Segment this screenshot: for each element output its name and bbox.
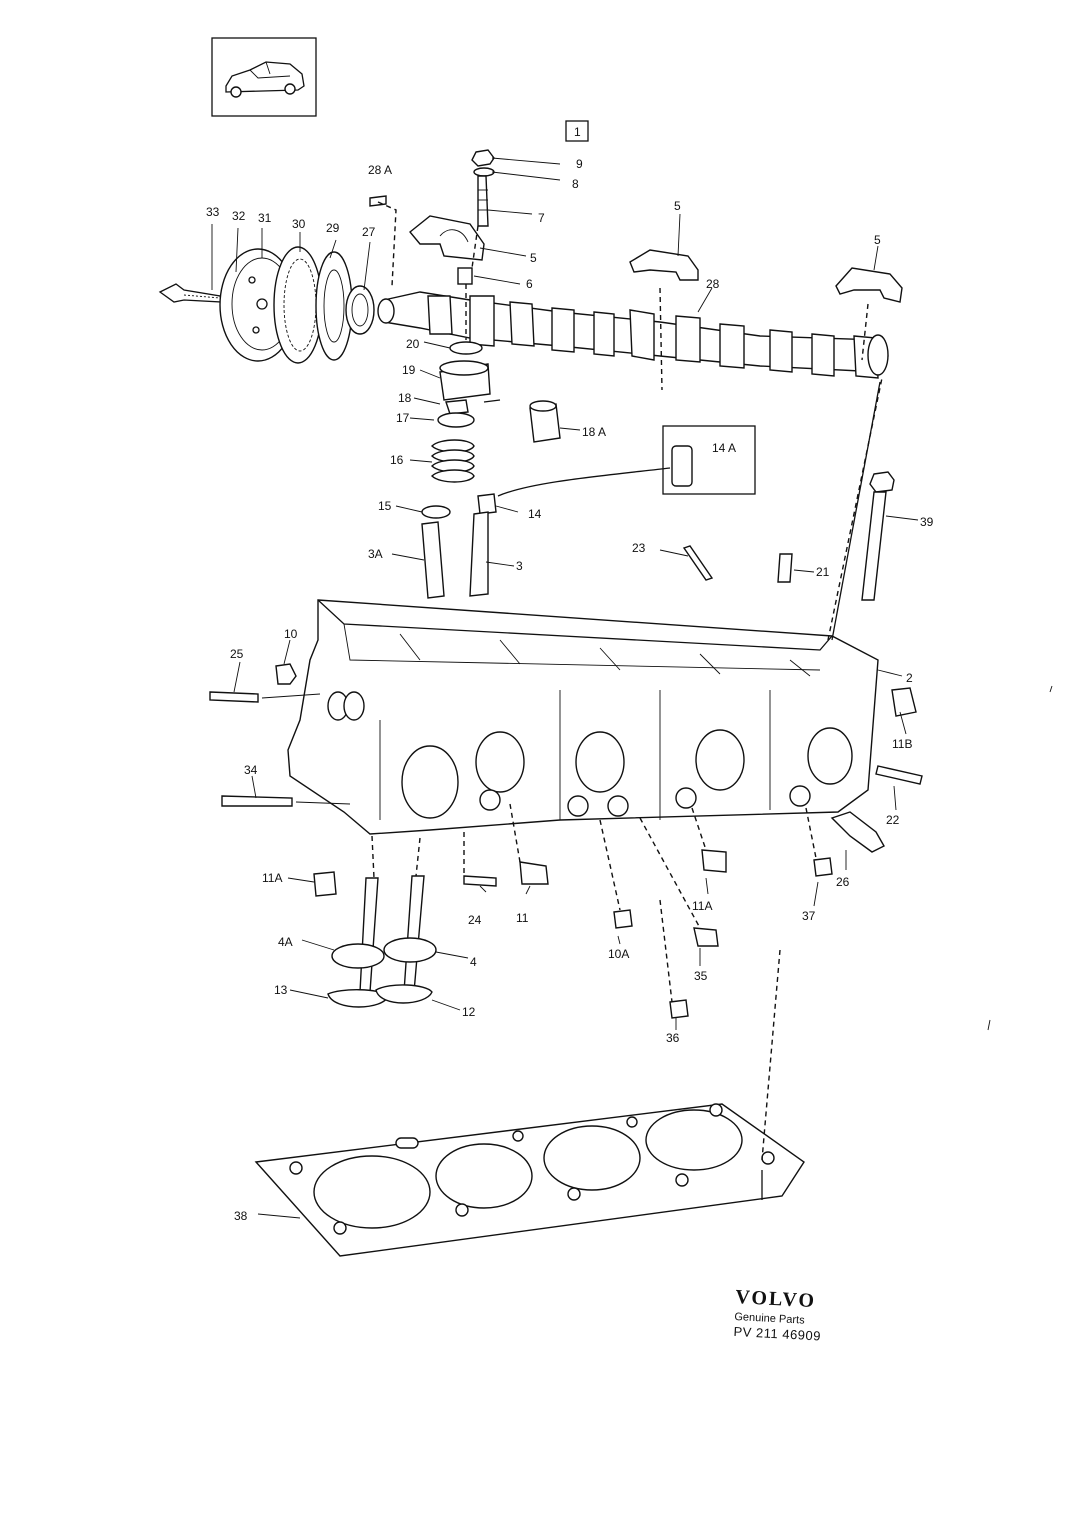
frame-label-box	[565, 120, 589, 142]
callout-22: 22	[886, 813, 900, 827]
callout-34: 34	[244, 763, 258, 777]
cap-bolt-stack	[471, 149, 495, 227]
callout-32: 32	[232, 209, 246, 223]
callout-17: 17	[396, 411, 410, 425]
callout-33: 33	[206, 205, 220, 219]
callout-2: 2	[906, 671, 913, 685]
callout-6: 6	[526, 277, 533, 291]
plug	[669, 999, 689, 1019]
pulley-assembly	[158, 246, 375, 364]
stud	[209, 691, 259, 703]
callout-18A: 18 A	[582, 425, 606, 439]
valve-train-stack	[421, 341, 497, 599]
callout-35: 35	[694, 969, 708, 983]
callout-11A-right: 11A	[692, 899, 712, 913]
callout-18: 18	[398, 391, 412, 405]
stud	[221, 795, 293, 807]
tappet-sleeve	[529, 400, 561, 443]
callout-15: 15	[378, 499, 392, 513]
fitting	[830, 811, 885, 853]
callout-5-left: 5	[530, 251, 537, 265]
core-plug	[891, 687, 917, 717]
callout-3: 3	[516, 559, 523, 573]
callout-16: 16	[390, 453, 404, 467]
car-sedan-icon	[225, 61, 305, 98]
callout-11B: 11B	[892, 737, 912, 751]
callout-38: 38	[234, 1209, 248, 1223]
callout-28: 28	[706, 277, 720, 291]
plug	[813, 857, 833, 877]
callout-30: 30	[292, 217, 306, 231]
stud	[682, 545, 714, 581]
bearing-cap	[629, 249, 699, 281]
plug	[693, 927, 719, 947]
dowel-pin	[369, 195, 387, 207]
callout-3A: 3A	[368, 547, 383, 561]
callout-12: 12	[462, 1005, 476, 1019]
brand-block: VOLVO Genuine Parts PV 211 46909	[733, 1286, 856, 1346]
core-plug	[519, 861, 549, 885]
callout-leaders	[211, 157, 919, 1219]
callout-14: 14	[528, 507, 542, 521]
callout-21: 21	[816, 565, 830, 579]
callout-25: 25	[230, 647, 244, 661]
vehicle-thumbnail	[211, 37, 317, 117]
stud	[463, 875, 497, 887]
cylinder-head	[287, 599, 879, 835]
callout-37: 37	[802, 909, 816, 923]
scan-marks	[987, 685, 1053, 1031]
callout-5-middle: 5	[674, 199, 681, 213]
head-gasket	[254, 1103, 805, 1257]
frame-label: 1	[574, 125, 581, 139]
inset-label: 14 A	[712, 441, 736, 455]
callout-23: 23	[632, 541, 646, 555]
callout-26: 26	[836, 875, 850, 889]
callout-9: 9	[576, 157, 583, 171]
callout-7: 7	[538, 211, 545, 225]
callout-24: 24	[468, 913, 482, 927]
head-bolt	[861, 471, 895, 601]
callout-19: 19	[402, 363, 416, 377]
core-plug	[701, 849, 727, 873]
bolt	[275, 663, 297, 685]
callout-13: 13	[274, 983, 288, 997]
leader-lines	[371, 201, 883, 1200]
callout-36: 36	[666, 1031, 680, 1045]
callout-39: 39	[920, 515, 934, 529]
callout-4A: 4A	[278, 935, 293, 949]
callout-4: 4	[470, 955, 477, 969]
callout-11A-left: 11A	[262, 871, 282, 885]
bearing-cap	[835, 267, 903, 303]
callout-31: 31	[258, 211, 272, 225]
camshaft	[377, 291, 889, 379]
sleeve	[457, 267, 473, 285]
bearing-cap	[409, 215, 485, 261]
stud	[875, 765, 923, 785]
inset-box: 14 A	[662, 425, 756, 495]
callout-11: 11	[516, 911, 529, 925]
callout-8: 8	[572, 177, 579, 191]
callout-10: 10	[284, 627, 298, 641]
callout-20: 20	[406, 337, 420, 351]
callout-27: 27	[362, 225, 376, 239]
callout-labels: 9 8 7 28 A 33 32 31 30 29 27 5 5 5 6 28 …	[206, 157, 934, 1223]
core-plug	[313, 871, 337, 897]
valves	[327, 875, 437, 1008]
callout-28A: 28 A	[368, 163, 392, 177]
stud	[777, 553, 793, 583]
callout-29: 29	[326, 221, 340, 235]
callout-10A: 10A	[608, 947, 629, 961]
plug	[613, 909, 633, 929]
callout-5-right: 5	[874, 233, 881, 247]
